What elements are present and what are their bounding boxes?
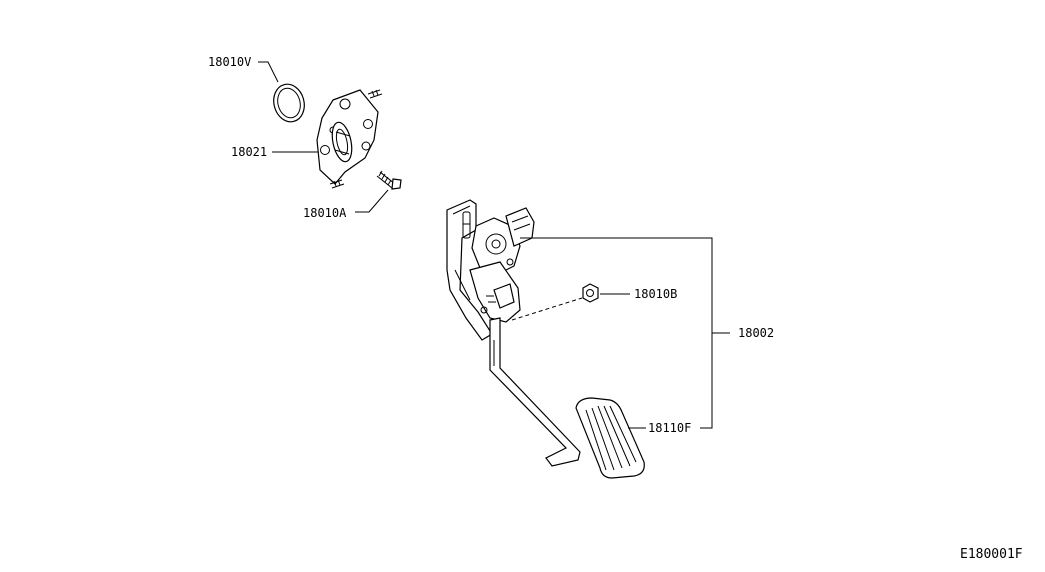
pedal-pad-part — [575, 397, 645, 479]
nut-part — [582, 283, 599, 303]
reference-code: E180001F — [960, 547, 1023, 562]
bracket-plate-part — [316, 89, 383, 189]
nut-alignment-line — [511, 297, 583, 321]
leader-pedal-assembly — [520, 237, 713, 429]
label-pedal-assembly: 18002 — [738, 326, 774, 340]
bolt-part — [376, 170, 402, 190]
o-ring-part — [273, 83, 305, 123]
label-bolt: 18010A — [303, 206, 347, 220]
pedal-assembly-part — [446, 199, 581, 467]
label-o-ring: 18010V — [208, 55, 251, 69]
label-bracket-plate: 18021 — [231, 145, 267, 159]
leader-bolt — [355, 189, 389, 213]
label-pedal-pad: 18110F — [648, 421, 691, 435]
label-nut: 18010B — [634, 287, 677, 301]
leader-o-ring — [258, 61, 279, 83]
